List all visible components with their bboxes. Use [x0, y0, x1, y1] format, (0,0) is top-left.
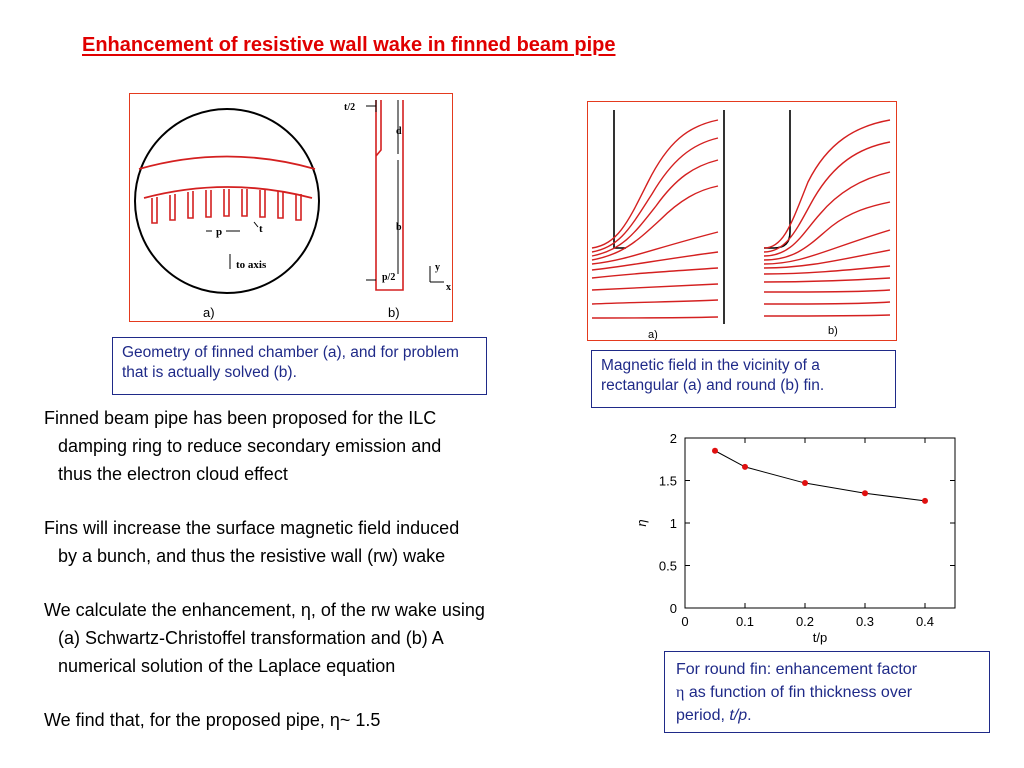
label-y: y [435, 262, 440, 273]
chart-caption-italic: t/p [729, 707, 748, 724]
label-x: x [446, 282, 451, 293]
x-axis-label: t/p [813, 630, 827, 645]
label-p: p [216, 226, 222, 238]
geometry-diagram: p t to axis t/2 d b p/2 y x a) b) [134, 100, 451, 320]
data-point-2 [802, 480, 808, 487]
chart-caption-line-2: as function of fin thickness over [684, 684, 913, 701]
paragraph-3: We calculate the enhancement, η, of the … [44, 596, 614, 680]
label-t-half: t/2 [344, 102, 355, 113]
label-p-half: p/2 [382, 272, 395, 283]
label-t: t [259, 223, 263, 235]
page-title: Enhancement of resistive wall wake in fi… [82, 34, 616, 56]
paragraph-3-line-3: numerical solution of the Laplace equati… [58, 656, 396, 676]
field-figure: a) b) [587, 101, 901, 341]
field-caption-text: Magnetic field in the vicinity of a rect… [601, 357, 825, 394]
paragraph-2: Fins will increase the surface magnetic … [44, 514, 614, 570]
data-point-1 [742, 463, 748, 470]
field-diagram: a) b) [591, 110, 901, 341]
x-tick-label-1: 0.1 [736, 614, 754, 629]
y-tick-label-0: 0 [670, 601, 677, 616]
data-point-3 [862, 490, 868, 497]
label-panel-a: a) [203, 305, 215, 320]
y-tick-label-4: 2 [670, 431, 677, 446]
label-d: d [396, 126, 402, 137]
data-point-0 [712, 447, 718, 454]
fin-base-arc [143, 186, 313, 199]
paragraph-1: Finned beam pipe has been proposed for t… [44, 404, 614, 488]
y-tick-label-1: 0.5 [659, 559, 677, 574]
x-tick-label-2: 0.2 [796, 614, 814, 629]
paragraph-1-line-3: thus the electron cloud effect [58, 464, 288, 484]
paragraph-1-line-2: damping ring to reduce secondary emissio… [58, 436, 442, 456]
y-axis-label: η [634, 519, 649, 526]
fins [151, 189, 302, 224]
paragraph-2-line-1: Fins will increase the surface magnetic … [44, 518, 460, 538]
series-line [714, 450, 926, 502]
paragraph-1-line-1: Finned beam pipe has been proposed for t… [44, 408, 437, 428]
chart-caption-line-1: For round fin: enhancement factor [676, 661, 918, 678]
x-tick-label-3: 0.3 [856, 614, 874, 629]
label-field-b: b) [828, 325, 838, 337]
chart-caption-line-3: period, [676, 707, 730, 724]
chamber-arc [138, 155, 316, 170]
fin-geometry [375, 100, 404, 291]
label-to-axis: to axis [236, 259, 267, 271]
y-tick-label-2: 1 [670, 516, 677, 531]
plot-frame [684, 437, 956, 609]
geometry-caption: Geometry of finned chamber (a), and for … [112, 337, 487, 395]
paragraph-3-line-2: (a) Schwartz-Christoffel transformation … [58, 628, 444, 648]
y-tick-label-3: 1.5 [659, 474, 677, 489]
chart-caption: For round fin: enhancement factor η as f… [664, 651, 990, 733]
field-lines-b [763, 119, 891, 317]
chart-caption-end: . [747, 707, 752, 724]
paragraph-4-line-1: We find that, for the proposed pipe, η~ … [44, 710, 381, 730]
paragraph-2-line-2: by a bunch, and thus the resistive wall … [58, 546, 446, 566]
label-panel-b: b) [388, 305, 400, 320]
enhancement-chart: 0 0.5 1 1.5 2 0 0.1 0.2 0.3 0.4 t/p η [634, 431, 956, 645]
chart-caption-eta: η [676, 684, 685, 701]
chamber-circle [134, 108, 320, 294]
x-tick-label-4: 0.4 [916, 614, 934, 629]
geometry-figure: p t to axis t/2 d b p/2 y x a) b) [129, 93, 453, 322]
geometry-caption-text: Geometry of finned chamber (a), and for … [122, 344, 459, 381]
label-b: b [396, 222, 402, 233]
x-tick-label-0: 0 [681, 614, 688, 629]
field-caption: Magnetic field in the vicinity of a rect… [591, 350, 896, 408]
label-field-a: a) [648, 329, 658, 340]
data-point-4 [922, 497, 928, 504]
paragraph-3-line-1: We calculate the enhancement, η, of the … [44, 600, 485, 620]
field-lines-a [591, 119, 719, 319]
paragraph-4: We find that, for the proposed pipe, η~ … [44, 706, 614, 734]
